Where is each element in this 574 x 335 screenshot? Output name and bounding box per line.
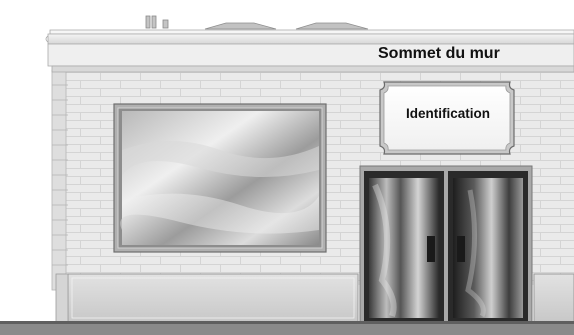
corner-quoins xyxy=(52,70,68,290)
display-window xyxy=(114,104,326,252)
left-door-handle xyxy=(427,236,435,262)
right-door-handle xyxy=(457,236,465,262)
wall-top-label: Sommet du mur xyxy=(378,45,500,63)
right-door xyxy=(453,178,523,318)
sign-label: Identification xyxy=(384,106,512,121)
left-door xyxy=(369,178,439,318)
roof-vents xyxy=(146,16,368,29)
sidewalk xyxy=(0,321,574,335)
